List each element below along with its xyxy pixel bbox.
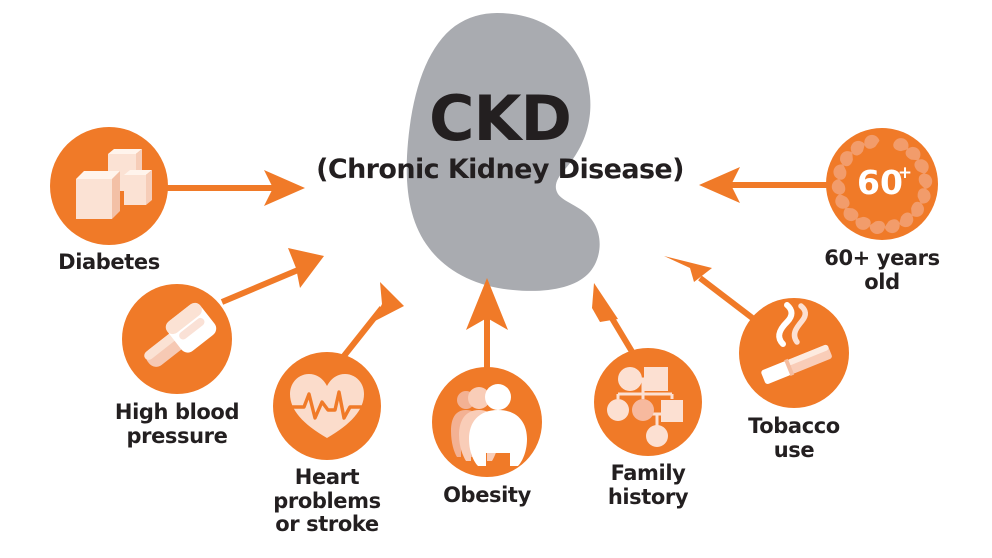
high-blood-pressure-label: High blood pressure <box>114 400 240 448</box>
age-badge-superscript: + <box>898 163 912 183</box>
center-title-block: CKD (Chronic Kidney Disease) <box>300 88 700 184</box>
page-subtitle: (Chronic Kidney Disease) <box>316 154 684 185</box>
heart-ecg-icon <box>286 374 369 438</box>
family-history-icon-circle[interactable] <box>594 348 702 456</box>
arrow-diabetes-to-ckd <box>160 170 305 206</box>
tobacco-use-label: Tobacco use <box>748 414 840 462</box>
age-icon-circle[interactable]: 60 + <box>826 128 938 240</box>
age-label: 60+ years old <box>824 246 940 294</box>
arrow-age-to-ckd <box>699 167 838 203</box>
body-silhouettes-icon <box>451 384 527 466</box>
arrow-high-blood-pressure-to-ckd <box>220 248 324 305</box>
heart-problems-label: Heart problems or stroke <box>273 465 381 537</box>
page-title: CKD <box>428 82 572 155</box>
blood-pressure-cuff-icon <box>144 302 217 367</box>
age-badge-number: 60 <box>857 163 903 202</box>
sugar-cubes-icon <box>76 149 152 219</box>
obesity-label: Obesity <box>443 483 531 507</box>
obesity-icon-circle[interactable] <box>432 367 542 477</box>
laurel-wreath-60-icon: 60 + <box>831 134 933 234</box>
heart-problems-icon-circle[interactable] <box>273 352 381 460</box>
family-history-label: Family history <box>607 461 689 509</box>
pedigree-chart-icon <box>607 367 683 447</box>
tobacco-use-icon-circle[interactable] <box>739 298 849 408</box>
high-blood-pressure-icon-circle[interactable] <box>122 284 232 394</box>
cigarette-smoke-icon <box>761 302 832 384</box>
arrow-obesity-to-ckd <box>466 278 508 372</box>
arrow-tobacco-to-ckd <box>664 256 757 323</box>
diabetes-icon-circle[interactable] <box>50 127 168 245</box>
diabetes-label: Diabetes <box>58 250 160 274</box>
